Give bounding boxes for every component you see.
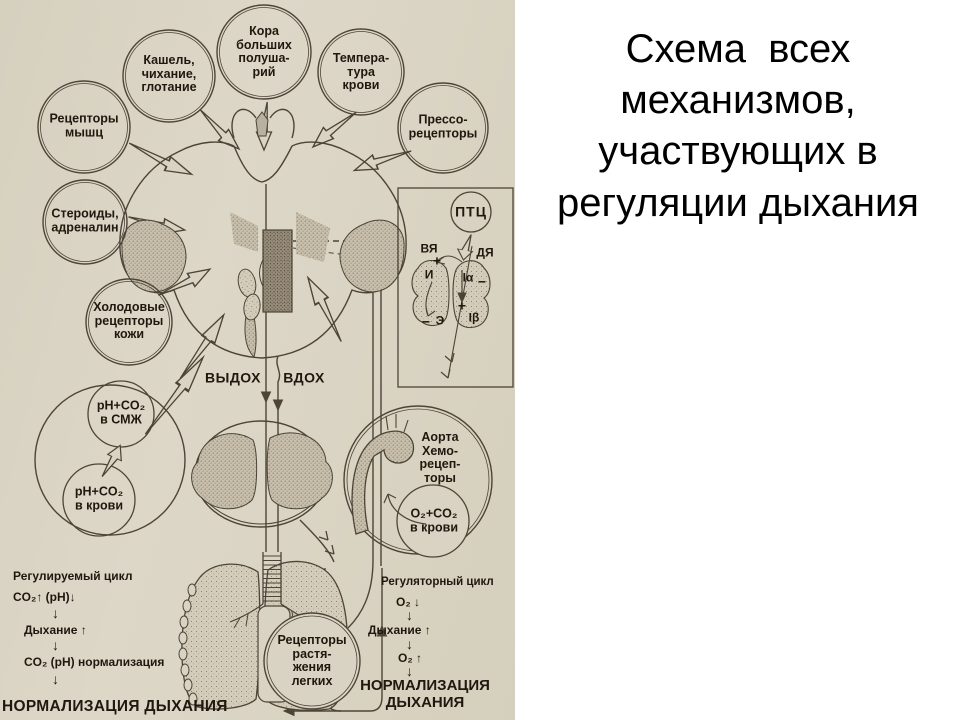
bubble-steroids-label: Стероиды, адреналин xyxy=(51,206,119,234)
minus-sign-alpha: − xyxy=(477,273,487,290)
stretch-receptor-circle xyxy=(263,612,361,710)
down-arrow: ↓ xyxy=(406,607,413,623)
e-neuron-label: Э xyxy=(435,313,445,328)
ptc-box xyxy=(397,187,514,388)
bubble-temperature-label: Темпера- тура крови xyxy=(332,50,390,92)
diagram-panel: Кора больших полуша- рий Кашель, чихание… xyxy=(0,0,515,720)
minus-sign-e: − xyxy=(421,313,431,330)
left-cycle-row4: НОРМАЛИЗАЦИЯ ДЫХАНИЯ xyxy=(2,698,228,715)
respiratory-center-block xyxy=(262,229,293,313)
bubble-ph-csf-label: pH+CO₂ в СМЖ xyxy=(96,398,146,426)
plus-sign-beta: + xyxy=(457,297,467,314)
vya-label: ВЯ xyxy=(420,241,438,256)
bubble-cold-receptors-label: Холодовые рецепторы кожи xyxy=(93,299,165,341)
bubble-ph-blood-label: pH+CO₂ в крови xyxy=(74,484,124,512)
i-neuron-label: И xyxy=(424,267,434,282)
left-cycle-row2: Дыхание ↑ xyxy=(24,623,87,637)
right-cycle-row3: O₂ ↑ xyxy=(398,651,422,665)
right-cycle-row2: Дыхание ↑ xyxy=(368,623,431,637)
exhale-label: ВЫДОХ xyxy=(205,369,261,386)
inhale-label: ВДОХ xyxy=(283,369,325,386)
down-arrow: ↓ xyxy=(406,636,413,652)
left-cycle-row3: CO₂ (pH) нормализация xyxy=(24,655,165,669)
dya-label: ДЯ xyxy=(476,245,494,260)
left-cycle-title: Регулируемый цикл xyxy=(13,569,133,583)
aorta-drawing xyxy=(343,405,493,558)
trachea xyxy=(262,552,282,604)
ptc-label: ПТЦ xyxy=(455,203,487,220)
spinal-cord-drawing xyxy=(191,420,333,528)
brainstem-drawing xyxy=(119,108,407,359)
down-arrow: ↓ xyxy=(406,663,413,679)
slide-title: Схема всех механизмов, участвующих в рег… xyxy=(557,27,919,225)
plus-sign-i: + xyxy=(432,252,442,269)
right-cycle-row1: O₂ ↓ xyxy=(396,595,420,609)
down-arrow: ↓ xyxy=(52,605,59,621)
aorta-arch xyxy=(351,430,415,535)
left-cycle-row1: CO₂↑ (pH)↓ xyxy=(13,590,76,604)
bubble-cortex-label: Кора больших полуша- рий xyxy=(236,24,292,79)
o2-co2-blood-label: O₂+CO₂ в крови xyxy=(409,506,459,534)
diagram-line-art xyxy=(34,4,514,717)
aorta-chemoreceptors-label: Аорта Хемо- рецеп- торы xyxy=(419,430,461,485)
stretch-receptors-label: Рецепторы растя- жения легких xyxy=(277,633,347,688)
i-beta-label: Iβ xyxy=(468,310,480,325)
bubble-muscle-receptors-label: Рецепторы мышц xyxy=(49,111,119,139)
bubble-cough-label: Кашель, чихание, глотание xyxy=(141,52,197,94)
right-cycle-title: Регуляторный цикл xyxy=(381,576,494,588)
i-alpha-label: Iα xyxy=(462,270,474,285)
bubble-pressoreceptors-label: Прессо- рецепторы xyxy=(408,112,478,140)
down-arrow: ↓ xyxy=(52,637,59,653)
label-bubbles xyxy=(34,4,489,537)
right-cycle-row4: НОРМАЛИЗАЦИЯ ДЫХАНИЯ xyxy=(360,677,490,711)
down-arrow: ↓ xyxy=(52,671,59,687)
